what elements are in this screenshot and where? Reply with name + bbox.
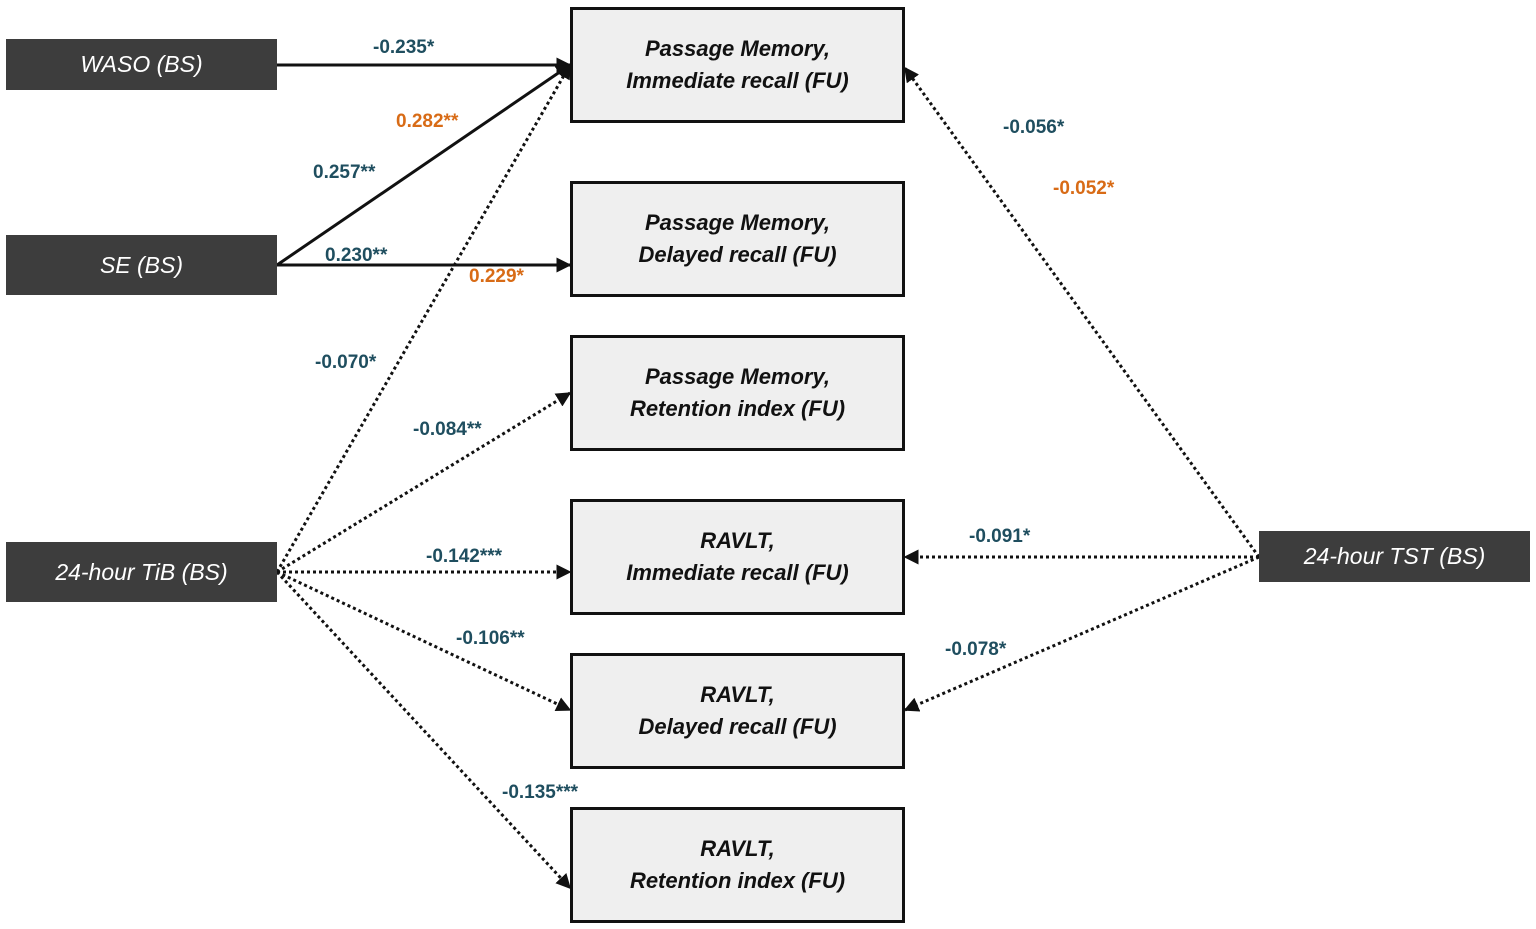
predictor-tib-label: 24-hour TiB (BS) — [55, 558, 228, 585]
outcome-ravlt-immediate: RAVLT, Immediate recall (FU) — [570, 499, 905, 615]
outcome-ravlt-immediate-line2: Immediate recall (FU) — [626, 560, 849, 585]
coef-waso-pm-immediate: -0.235* — [373, 37, 435, 58]
predictor-tst-label: 24-hour TST (BS) — [1303, 543, 1486, 569]
coef-tib-ravlt-delayed: -0.106** — [456, 628, 525, 649]
outcome-ravlt-retention-line1: RAVLT, — [700, 836, 775, 861]
coef-se-pm-immediate-orange: 0.282** — [396, 111, 459, 132]
outcome-pm-delayed: Passage Memory, Delayed recall (FU) — [570, 181, 905, 297]
outcome-pm-retention: Passage Memory, Retention index (FU) — [570, 335, 905, 451]
outcome-pm-immediate: Passage Memory, Immediate recall (FU) — [570, 7, 905, 123]
path-arrow-tib-ravlt-delayed — [276, 570, 572, 712]
path-arrow-tst-ravlt-delayed — [903, 555, 1260, 712]
path-arrow-tib-pm-immediate — [275, 63, 572, 573]
coef-se-pm-delayed-blue: 0.230** — [325, 245, 388, 266]
coef-tib-pm-immediate: -0.070* — [315, 352, 377, 373]
coef-tst-ravlt-immediate: -0.091* — [969, 526, 1031, 547]
predictor-tib: 24-hour TiB (BS) — [6, 542, 277, 602]
coef-tst-ravlt-delayed: -0.078* — [945, 639, 1007, 660]
outcome-ravlt-retention: RAVLT, Retention index (FU) — [570, 807, 905, 923]
path-arrow-tst-pm-immediate — [903, 66, 1261, 558]
predictor-waso: WASO (BS) — [6, 39, 277, 90]
outcome-pm-immediate-line2: Immediate recall (FU) — [626, 68, 849, 93]
coef-tib-ravlt-retention: -0.135*** — [502, 782, 579, 803]
coef-tst-pm-immediate-orange: -0.052* — [1053, 178, 1115, 199]
coef-se-pm-immediate-blue: 0.257** — [313, 162, 376, 183]
outcome-pm-delayed-line1: Passage Memory, — [644, 210, 831, 235]
outcome-pm-delayed-line2: Delayed recall (FU) — [638, 242, 837, 267]
path-arrow-tib-ravlt-retention — [275, 570, 572, 890]
path-arrow-se-pm-immediate — [276, 63, 572, 267]
outcome-pm-retention-line1: Passage Memory, — [644, 364, 831, 389]
predictor-waso-label: WASO (BS) — [80, 51, 203, 77]
coef-tst-pm-immediate-blue: -0.056* — [1003, 117, 1065, 138]
outcome-ravlt-delayed-line2: Delayed recall (FU) — [638, 714, 837, 739]
outcome-pm-retention-line2: Retention index (FU) — [629, 396, 846, 421]
predictor-tst: 24-hour TST (BS) — [1259, 531, 1530, 582]
coef-tib-ravlt-immediate: -0.142*** — [426, 546, 503, 567]
coef-tib-pm-retention: -0.084** — [413, 419, 482, 440]
outcome-ravlt-delayed: RAVLT, Delayed recall (FU) — [570, 653, 905, 769]
coef-se-pm-delayed-orange: 0.229* — [469, 266, 524, 287]
outcome-ravlt-retention-line2: Retention index (FU) — [629, 868, 846, 893]
predictor-se: SE (BS) — [6, 235, 277, 295]
outcome-ravlt-delayed-line1: RAVLT, — [700, 682, 775, 707]
outcome-ravlt-immediate-line1: RAVLT, — [700, 528, 775, 553]
outcome-pm-immediate-line1: Passage Memory, — [644, 36, 831, 61]
predictor-se-label: SE (BS) — [99, 251, 184, 278]
